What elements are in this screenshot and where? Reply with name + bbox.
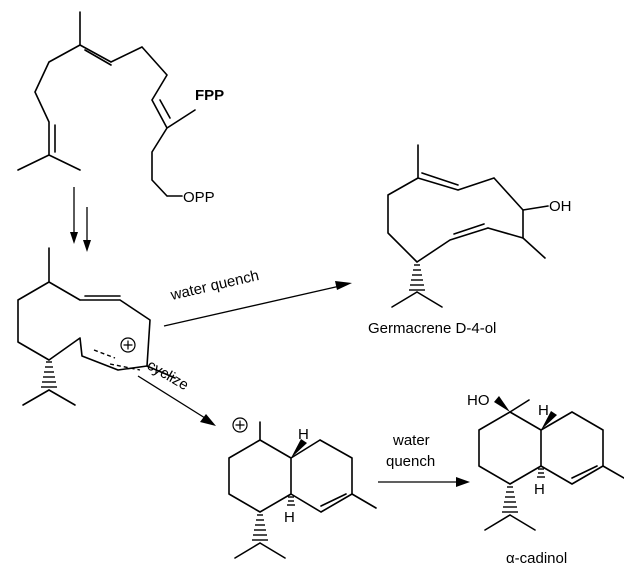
h-cadinol-top-label: H bbox=[538, 402, 549, 419]
alpha-cadinol-structure: HO H H α-cadinol bbox=[467, 392, 624, 567]
cadinyl-charge-icon bbox=[232, 417, 248, 433]
cyclize-arrow: cyclize bbox=[137, 357, 216, 426]
h-cadinol-bottom-label: H bbox=[534, 481, 545, 498]
water-label: water bbox=[392, 432, 430, 449]
oh-label: OH bbox=[549, 198, 572, 215]
wedge-oh bbox=[494, 396, 510, 412]
fpp-label: FPP bbox=[195, 87, 224, 104]
h-bottom-label: H bbox=[284, 509, 295, 526]
second-water-quench-arrow: water quench bbox=[378, 432, 470, 487]
germacrene-d-4-ol-name: Germacrene D-4-ol bbox=[368, 320, 496, 337]
multi-step-arrow bbox=[70, 187, 91, 252]
alpha-cadinol-name: α-cadinol bbox=[506, 550, 567, 567]
germacradienyl-cation bbox=[17, 247, 176, 406]
cation-charge-icon bbox=[120, 337, 136, 353]
germacrene-d-4-ol-structure: OH Germacrene D-4-ol bbox=[368, 144, 572, 337]
h-top-label: H bbox=[298, 426, 309, 443]
cadinyl-cation: H H bbox=[228, 417, 377, 559]
wedge-h-top bbox=[291, 439, 307, 458]
wedge-h-cadinol bbox=[541, 411, 557, 430]
water-quench-label: water quench bbox=[168, 267, 261, 304]
opp-label: OPP bbox=[183, 189, 215, 206]
quench-label: quench bbox=[386, 453, 435, 470]
cyclize-label: cyclize bbox=[144, 357, 191, 394]
fpp-structure: FPP OPP bbox=[17, 11, 224, 206]
water-quench-arrow: water quench bbox=[163, 267, 352, 327]
ho-label: HO bbox=[467, 392, 490, 409]
